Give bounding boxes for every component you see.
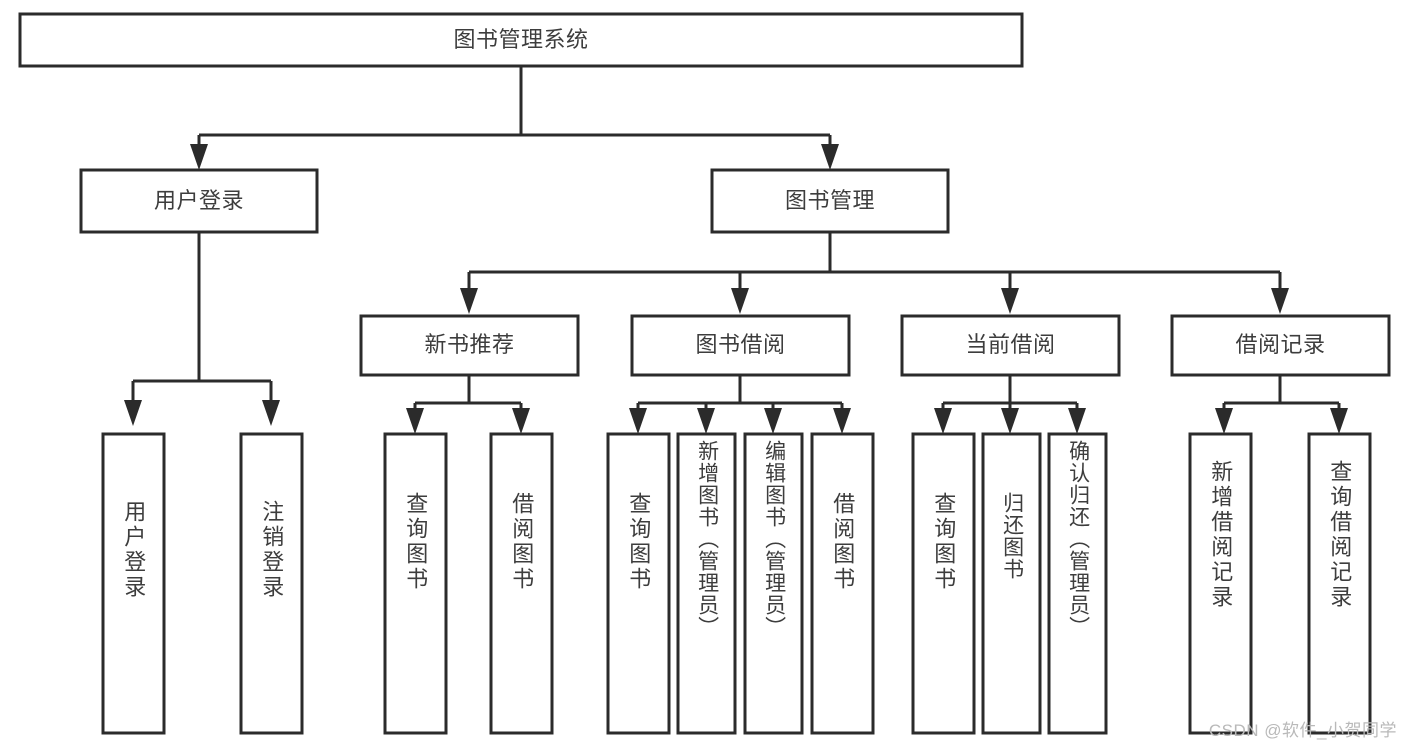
connector-record-to-leaves <box>1222 375 1341 410</box>
connector-bookmgmt-to-level3 <box>467 232 1282 290</box>
node-box-leaf-query-book-3[interactable] <box>911 432 976 735</box>
node-box-leaf-query-book-2[interactable] <box>606 432 671 735</box>
connector-newbook-to-leaves <box>413 375 523 410</box>
arrow-to-leaf-user-login <box>124 400 142 426</box>
node-box-new-book-recommend[interactable] <box>359 314 580 377</box>
node-box-leaf-query-record[interactable] <box>1307 432 1372 735</box>
node-box-root[interactable] <box>18 12 1024 68</box>
arrow-to-leaf-add-book <box>697 408 715 434</box>
node-box-book-borrow[interactable] <box>630 314 851 377</box>
connector-root-to-level2 <box>197 66 832 146</box>
node-box-book-management[interactable] <box>710 168 950 234</box>
arrow-to-leaf-return-book <box>1001 408 1019 434</box>
node-box-leaf-add-book[interactable] <box>676 432 737 735</box>
node-box-leaf-confirm-return[interactable] <box>1047 432 1108 735</box>
arrow-to-leaf-logout <box>262 400 280 426</box>
node-box-leaf-add-record[interactable] <box>1188 432 1253 735</box>
connector-current-to-leaves <box>941 375 1079 410</box>
node-box-leaf-borrow-book-1[interactable] <box>489 432 554 735</box>
arrow-to-leaf-add-record <box>1215 408 1233 434</box>
arrow-to-leaf-query-book-2 <box>629 408 647 434</box>
connector-borrow-to-leaves <box>636 375 844 410</box>
node-box-leaf-edit-book[interactable] <box>743 432 804 735</box>
arrow-to-user-login <box>190 144 208 170</box>
csdn-watermark: CSDN @软件_小贺同学 <box>1208 721 1397 740</box>
node-box-leaf-query-book-1[interactable] <box>383 432 448 735</box>
node-box-leaf-user-login[interactable] <box>101 432 166 735</box>
node-box-user-login[interactable] <box>79 168 319 234</box>
node-box-leaf-return-book[interactable] <box>981 432 1042 735</box>
arrow-to-leaf-query-book-1 <box>406 408 424 434</box>
arrow-to-leaf-confirm-return <box>1068 408 1086 434</box>
node-box-current-borrow[interactable] <box>900 314 1121 377</box>
arrow-to-new-book-recommend <box>460 288 478 314</box>
arrow-to-leaf-borrow-book-2 <box>833 408 851 434</box>
arrow-to-book-management <box>821 144 839 170</box>
arrow-to-leaf-query-book-3 <box>934 408 952 434</box>
arrow-to-leaf-edit-book <box>764 408 782 434</box>
connector-login-to-leaves <box>131 232 273 400</box>
arrow-to-borrow-record <box>1271 288 1289 314</box>
node-box-borrow-record[interactable] <box>1170 314 1391 377</box>
arrow-to-leaf-borrow-book-1 <box>512 408 530 434</box>
node-box-leaf-logout[interactable] <box>239 432 304 735</box>
arrow-to-leaf-query-record <box>1330 408 1348 434</box>
node-box-leaf-borrow-book-2[interactable] <box>810 432 875 735</box>
arrow-to-book-borrow <box>731 288 749 314</box>
arrow-to-current-borrow <box>1001 288 1019 314</box>
